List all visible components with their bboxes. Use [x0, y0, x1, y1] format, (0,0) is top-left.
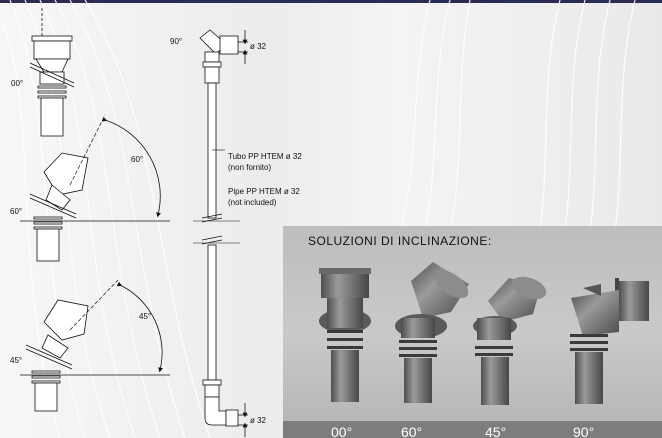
angle-arc-label-60: 60°	[131, 155, 144, 164]
photo-fitting-60	[395, 262, 469, 403]
photo-label-00: 00°	[331, 424, 353, 438]
photo-fitting-00	[319, 268, 371, 402]
dimension-top: ø 32	[250, 42, 267, 51]
dimension-bottom: ø 32	[250, 416, 267, 425]
note-it-line2: (non fornito)	[228, 163, 272, 172]
photo-label-45: 45°	[485, 424, 507, 438]
photo-label-60: 60°	[401, 424, 423, 438]
angle-label-45: 45°	[10, 356, 23, 365]
pipe-assembly-drawing	[193, 29, 248, 437]
angle-label-90: 90°	[170, 37, 183, 46]
decorative-lines-right	[399, 0, 636, 231]
note-en-line2: (not included)	[228, 198, 277, 207]
fitting-drawing-60	[20, 114, 170, 262]
angle-label-60: 60°	[10, 207, 23, 216]
note-it-line1: Tubo PP HTEM ø 32	[228, 152, 302, 161]
photo-fitting-45	[473, 276, 547, 405]
photo-fitting-90	[570, 278, 649, 404]
photo-title: SOLUZIONI DI INCLINAZIONE:	[308, 234, 492, 248]
top-rule	[0, 0, 662, 3]
fitting-drawing-00	[29, 8, 75, 137]
fittings-photo	[319, 262, 649, 405]
photo-label-90: 90°	[573, 424, 595, 438]
photo-label-band: 00° 60° 45° 90°	[283, 421, 662, 438]
fitting-drawing-45	[20, 279, 170, 412]
angle-arc-label-45: 45°	[139, 312, 152, 321]
inclination-photo-panel: SOLUZIONI DI INCLINAZIONE:	[283, 226, 662, 438]
note-en-line1: Pipe PP HTEM ø 32	[228, 187, 300, 196]
angle-label-00: 00°	[11, 79, 24, 88]
